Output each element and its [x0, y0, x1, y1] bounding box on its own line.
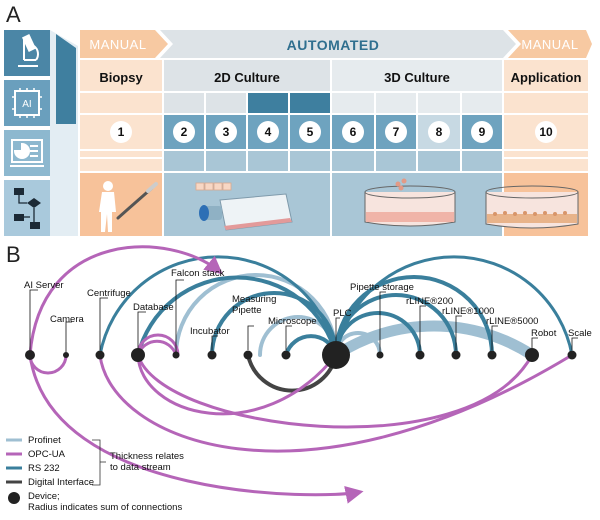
- node-ai-server: [25, 350, 35, 360]
- node-rline1000: [451, 350, 461, 360]
- step-row: 1 2 3 4 5 6 7 8 9 10: [110, 121, 557, 143]
- microscope-icon: [18, 34, 39, 67]
- label-scale: Scale: [568, 328, 592, 339]
- legend-digital: Digital Interface: [28, 477, 94, 488]
- ai-chip-icon: AI: [12, 88, 42, 118]
- legend-device: Device;Radius indicates sum of connectio…: [28, 491, 182, 513]
- step-1: 1: [118, 125, 125, 139]
- panel-a-letter: A: [6, 2, 21, 27]
- node-pipette-storage: [376, 351, 384, 359]
- petri-dish-3d-illustration: [364, 178, 456, 227]
- stage-biopsy: Biopsy: [99, 70, 143, 85]
- stage-application: Application: [511, 70, 582, 85]
- digital-links: [246, 353, 338, 393]
- icon-column: AI: [4, 30, 50, 236]
- node-measuring-pipette: [243, 350, 253, 360]
- label-centrifuge: Centrifuge: [87, 288, 131, 299]
- stage-3d-culture: 3D Culture: [384, 70, 450, 85]
- legend: Profinet OPC-UA RS 232 Digital Interface…: [6, 435, 184, 513]
- label-plc: PLC: [333, 308, 352, 319]
- svg-text:AI: AI: [22, 99, 31, 110]
- label-incubator: Incubator: [190, 326, 230, 337]
- legend-opcua: OPC-UA: [28, 449, 66, 460]
- node-camera: [63, 352, 69, 358]
- connection-arcs: [28, 245, 574, 504]
- phase-automated: AUTOMATED: [287, 37, 380, 53]
- node-incubator: [207, 350, 217, 360]
- step-8: 8: [436, 125, 443, 139]
- step-10: 10: [539, 125, 553, 139]
- legend-profinet: Profinet: [28, 435, 61, 446]
- phase-manual-right: MANUAL: [521, 37, 578, 52]
- label-pipette-storage: Pipette storage: [350, 282, 414, 293]
- node-database: [131, 348, 145, 362]
- scaffold-dish-illustration: [485, 185, 579, 229]
- chart-screen-icon: [10, 139, 44, 167]
- culture-flask-illustration: [195, 182, 293, 231]
- label-robot: Robot: [531, 328, 557, 339]
- step-7: 7: [393, 125, 400, 139]
- phase-manual-left: MANUAL: [89, 37, 146, 52]
- legend-rs232: RS 232: [28, 463, 60, 474]
- step-4: 4: [265, 125, 272, 139]
- label-rline5000: rLINE®5000: [486, 316, 538, 327]
- node-plc: [322, 341, 350, 369]
- leader-lines: [29, 279, 578, 352]
- legend-device-dot: [8, 492, 20, 504]
- device-nodes: [25, 341, 577, 369]
- step-2: 2: [181, 125, 188, 139]
- node-scale: [567, 350, 577, 360]
- node-falcon-stack: [172, 351, 180, 359]
- step-3: 3: [223, 125, 230, 139]
- device-labels: AI Server Camera Centrifuge Database Fal…: [24, 268, 592, 339]
- label-microscope: Microscope: [268, 316, 317, 327]
- surgeon-scalpel-illustration: [99, 181, 158, 232]
- label-rline200: rLINE®200: [406, 296, 453, 307]
- connector-highlight: [56, 34, 76, 124]
- label-falcon-stack: Falcon stack: [171, 268, 225, 279]
- step-5: 5: [307, 125, 314, 139]
- stage-2d-culture: 2D Culture: [214, 70, 280, 85]
- node-rline200: [415, 350, 425, 360]
- label-database: Database: [133, 302, 174, 313]
- node-microscope: [281, 350, 291, 360]
- label-camera: Camera: [50, 314, 85, 325]
- node-rline5000: [487, 350, 497, 360]
- step-9: 9: [479, 125, 486, 139]
- legend-bracket: [92, 439, 101, 486]
- panel-b-letter: B: [6, 242, 21, 267]
- label-rline1000: rLINE®1000: [442, 306, 494, 317]
- node-robot: [525, 348, 539, 362]
- opcua-links: [28, 245, 574, 504]
- label-ai-server: AI Server: [24, 280, 64, 291]
- node-centrifuge: [95, 350, 105, 360]
- phase-banner: MANUAL AUTOMATED MANUAL: [80, 30, 592, 58]
- step-6: 6: [350, 125, 357, 139]
- flowchart-icon: [14, 188, 41, 229]
